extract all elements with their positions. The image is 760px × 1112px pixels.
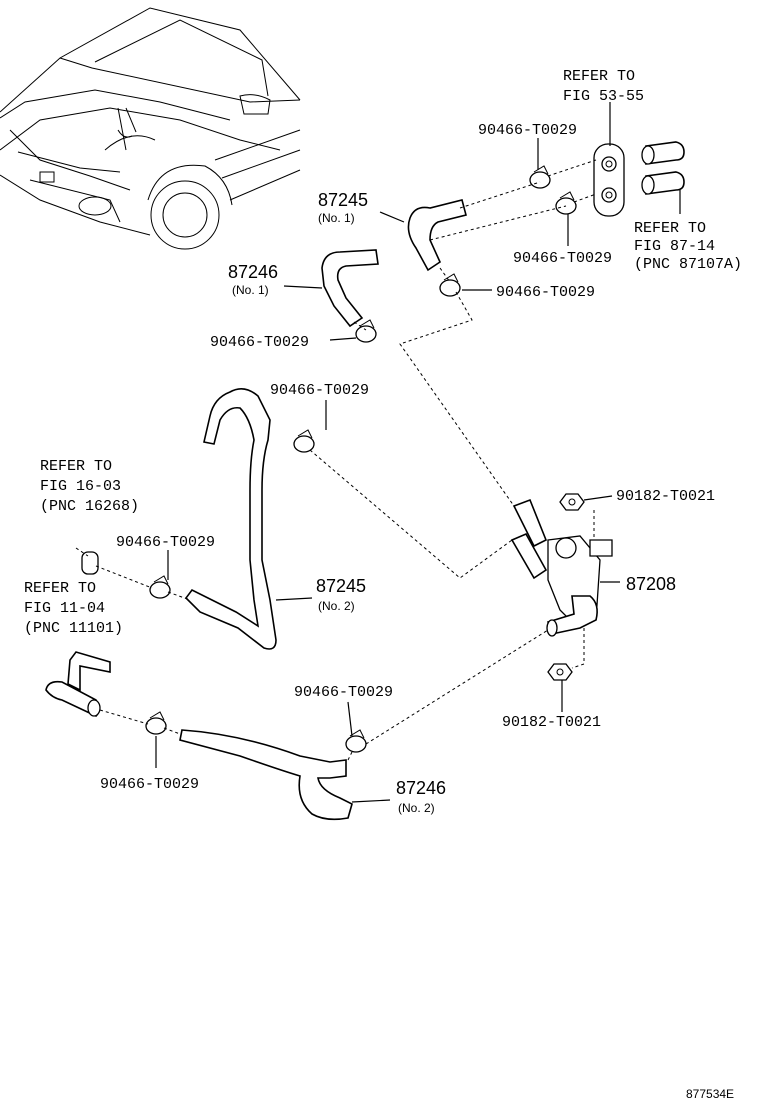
figure-code: 877534E [686,1087,734,1101]
clamp-c5 [293,429,315,453]
hose-87246-no2-number: 87246 [396,778,446,798]
clamp-c1 [529,165,551,189]
hose-87246-no1-sub: (No. 1) [232,283,269,297]
ref-pipes-87-14 [641,141,685,195]
grommet-53-55 [593,143,625,217]
bolt-b2 [547,663,573,681]
ref-87-line2: FIG 87-14 [634,238,715,255]
valve-87208-number: 87208 [626,574,676,594]
hose-87245-no1-sub: (No. 1) [318,211,355,225]
leader-lines [155,102,681,803]
hose-87246-no1-number: 87246 [228,262,278,282]
vehicle-illustration [0,7,301,250]
clamp-c6 [149,575,171,599]
hose-87245-no1-number: 87245 [318,190,368,210]
ref-11-line1: REFER TO [24,580,96,597]
clamp-c2-label: 90466-T0029 [513,250,612,267]
ref-pipe-16-03 [81,551,99,575]
clamp-c7 [145,711,167,735]
clamp-c8-label: 90466-T0029 [294,684,393,701]
ref-87-line3: (PNC 87107A) [634,256,742,273]
bolt-b2-label: 90182-T0021 [502,714,601,731]
clamp-c4 [355,319,377,343]
clamp-c6-label: 90466-T0029 [116,534,215,551]
ref-16-line1: REFER TO [40,458,112,475]
hose-87246-no1 [321,249,379,328]
hose-87245-no2-number: 87245 [316,576,366,596]
ref-16-line3: (PNC 16268) [40,498,139,515]
ref-11-line3: (PNC 11101) [24,620,123,637]
clamp-c1-label: 90466-T0029 [478,122,577,139]
hose-87245-no2-sub: (No. 2) [318,599,355,613]
clamp-c5-label: 90466-T0029 [270,382,369,399]
clamp-c2 [555,191,577,215]
hose-87245-no1 [407,199,467,272]
clamp-c8 [345,729,367,753]
ref-11-line2: FIG 11-04 [24,600,105,617]
hose-87246-no2 [179,729,353,821]
clamp-c7-label: 90466-T0029 [100,776,199,793]
ref-87-line1: REFER TO [634,220,706,237]
hose-87246-no2-sub: (No. 2) [398,801,435,815]
assembly-lines [75,159,597,761]
ref-53-line1: REFER TO [563,68,635,85]
clamp-c4-label: 90466-T0029 [210,334,309,351]
water-valve-87208 [510,498,613,637]
ref-16-line2: FIG 16-03 [40,478,121,495]
clamp-c3 [439,273,461,297]
ref-pipe-11-04 [45,651,111,717]
clamp-c3-label: 90466-T0029 [496,284,595,301]
bolt-b1 [559,493,585,511]
ref-53-line2: FIG 53-55 [563,88,644,105]
hose-87245-no2 [184,388,277,650]
bolt-b1-label: 90182-T0021 [616,488,715,505]
